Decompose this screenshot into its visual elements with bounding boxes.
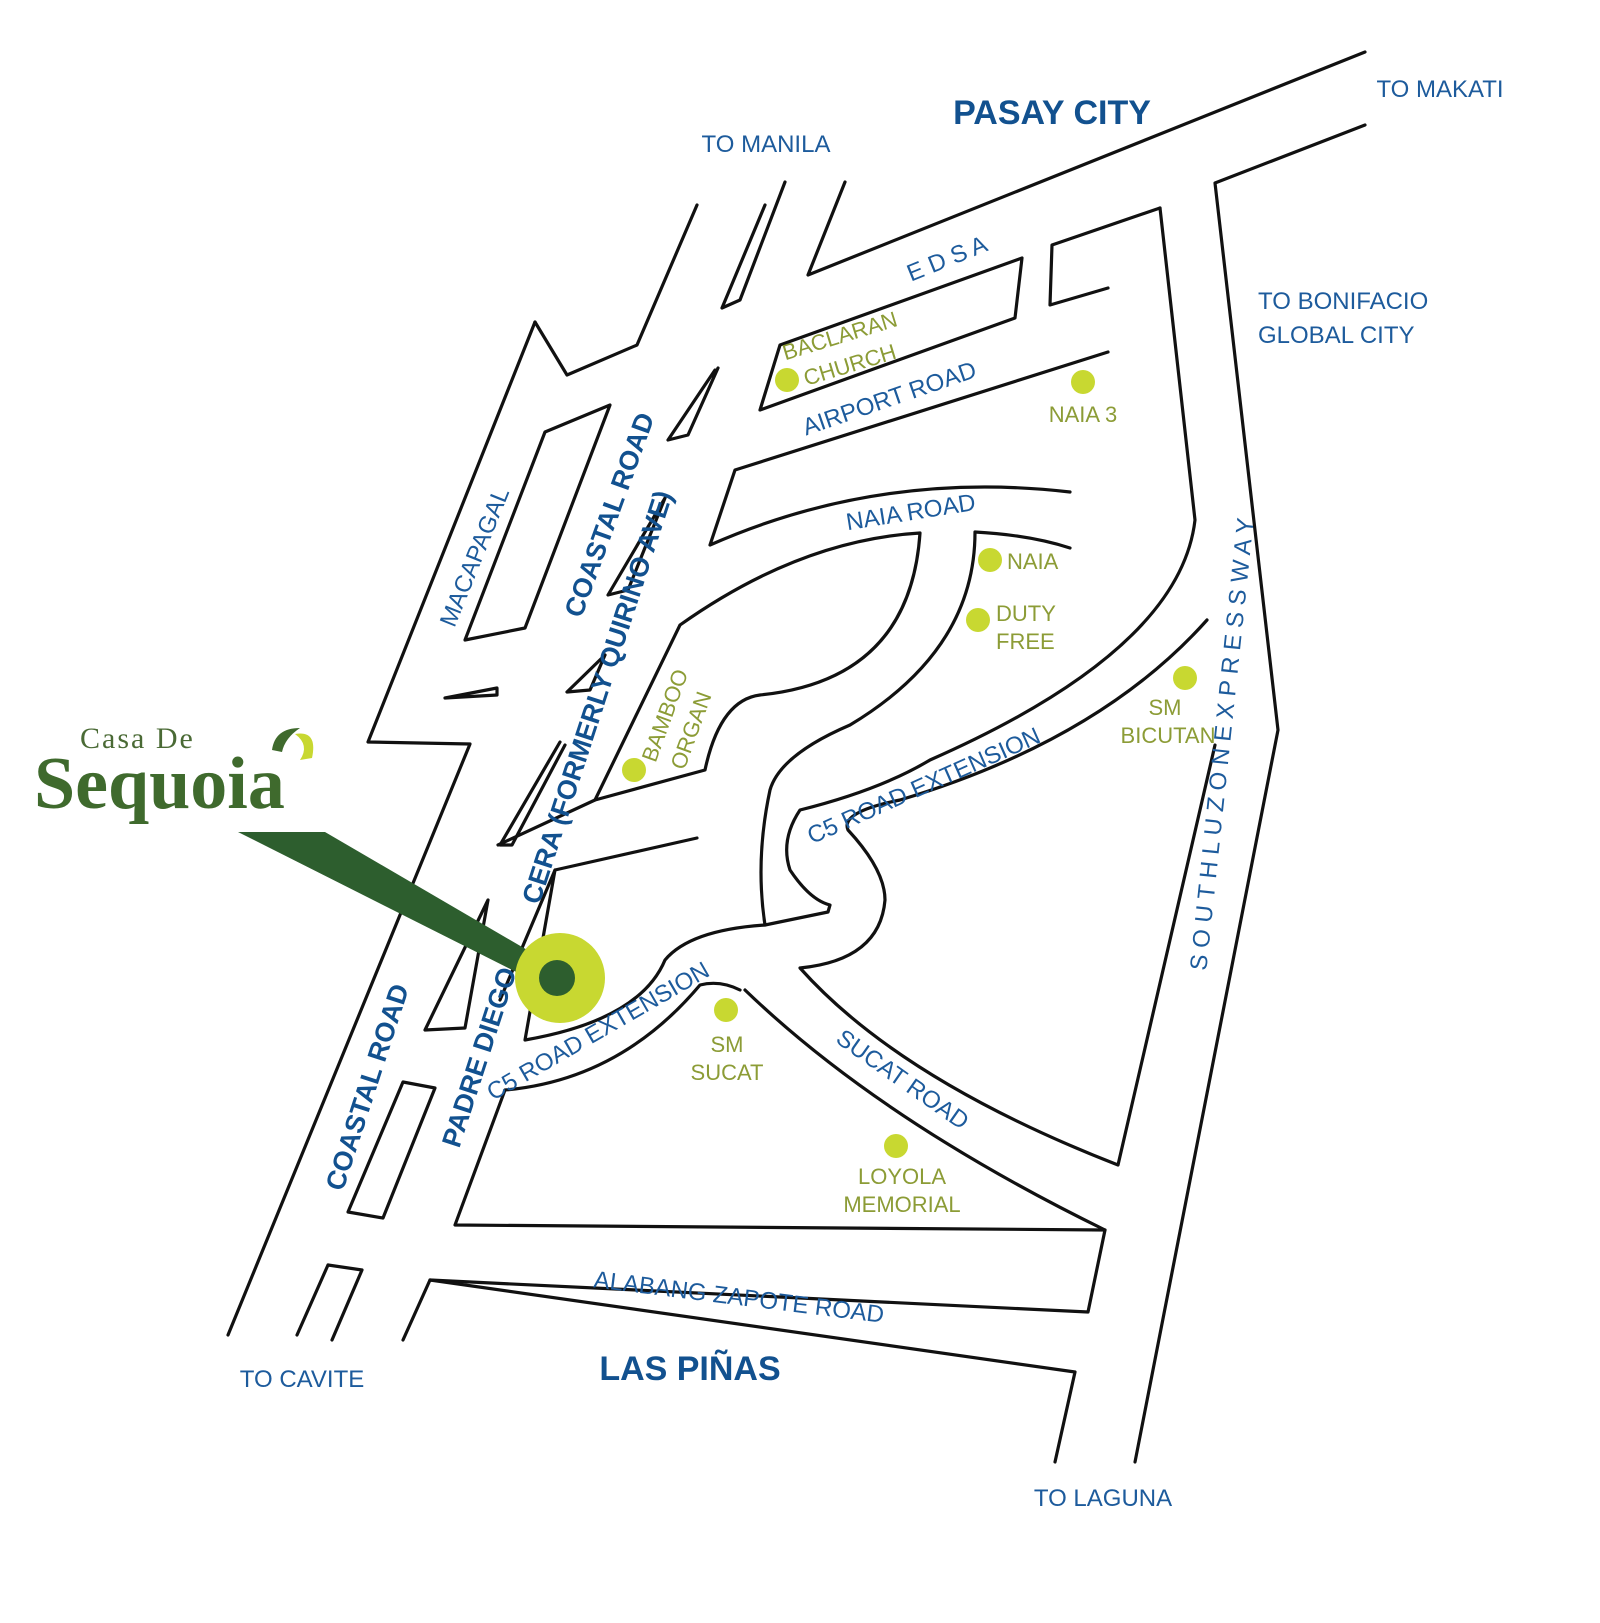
label-padre-diego: PADRE DIEGO — [436, 964, 522, 1151]
landmark-smsucat-1: SM — [711, 1032, 744, 1057]
pointer-arrow — [238, 832, 565, 988]
dot-naia — [978, 548, 1002, 572]
location-pin — [539, 960, 575, 996]
landmark-bicutan-2: BICUTAN — [1121, 723, 1216, 748]
label-macapagal: MACAPAGAL — [435, 484, 515, 631]
dot-sm-sucat — [714, 998, 738, 1022]
landmark-duty-2: FREE — [996, 629, 1055, 654]
label-alabang-zapote: ALABANG ZAPOTE ROAD — [592, 1266, 885, 1328]
to-laguna: TO LAGUNA — [1034, 1485, 1172, 1512]
landmark-naia3: NAIA 3 — [1049, 402, 1117, 427]
landmark-bicutan-1: SM — [1149, 695, 1182, 720]
label-edsa: E D S A — [903, 231, 991, 288]
landmark-loyola-1: LOYOLA — [858, 1164, 946, 1189]
landmark-duty-1: DUTY — [996, 601, 1056, 626]
to-manila: TO MANILA — [702, 131, 831, 158]
leaf-icon — [272, 728, 300, 752]
dot-bamboo-organ — [622, 758, 646, 782]
area-labels: PASAY CITY LAS PIÑAS TO MAKATI TO MANILA… — [240, 76, 1504, 1512]
landmark-dots — [622, 368, 1197, 1158]
landmark-loyola-2: MEMORIAL — [843, 1192, 960, 1217]
region-pasay: PASAY CITY — [953, 94, 1151, 132]
logo-sequoia: Sequoia — [34, 743, 285, 825]
dot-naia3 — [1071, 370, 1095, 394]
leaf-icon — [295, 733, 314, 760]
dot-duty-free — [966, 608, 990, 632]
to-cavite: TO CAVITE — [240, 1366, 364, 1393]
road-lines — [226, 50, 1367, 1464]
label-c5-upper: C5 ROAD EXTENSION — [803, 723, 1044, 850]
dot-baclaran — [775, 368, 799, 392]
location-marker — [515, 933, 605, 1023]
dot-loyola — [884, 1134, 908, 1158]
to-bonifacio-2: GLOBAL CITY — [1258, 322, 1415, 349]
logo-casa-de: Casa De — [80, 722, 195, 755]
landmark-naia: NAIA — [1007, 549, 1059, 574]
landmark-smsucat-2: SUCAT — [691, 1060, 764, 1085]
logo: Casa De Sequoia — [34, 722, 565, 988]
to-bonifacio-1: TO BONIFACIO — [1258, 288, 1428, 315]
to-makati: TO MAKATI — [1376, 76, 1503, 103]
dot-sm-bicutan — [1173, 666, 1197, 690]
region-las-pinas: LAS PIÑAS — [599, 1350, 780, 1388]
